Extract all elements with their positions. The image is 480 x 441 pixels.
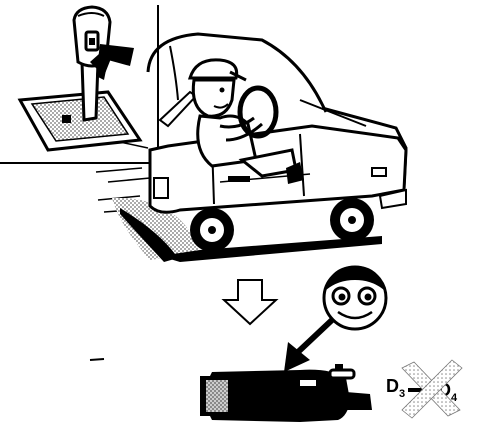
- smiling-face-icon: [324, 266, 386, 329]
- shift-indicator: D3 D4: [386, 360, 462, 418]
- gear-shift-lever-icon: [20, 7, 140, 150]
- car-icon: [148, 34, 406, 252]
- down-arrow-icon: [224, 280, 276, 324]
- shift-from-label: D3: [386, 376, 405, 400]
- transmission-icon: [200, 364, 372, 422]
- small-mark: [90, 359, 104, 360]
- pointer-arrow-icon: [284, 320, 332, 372]
